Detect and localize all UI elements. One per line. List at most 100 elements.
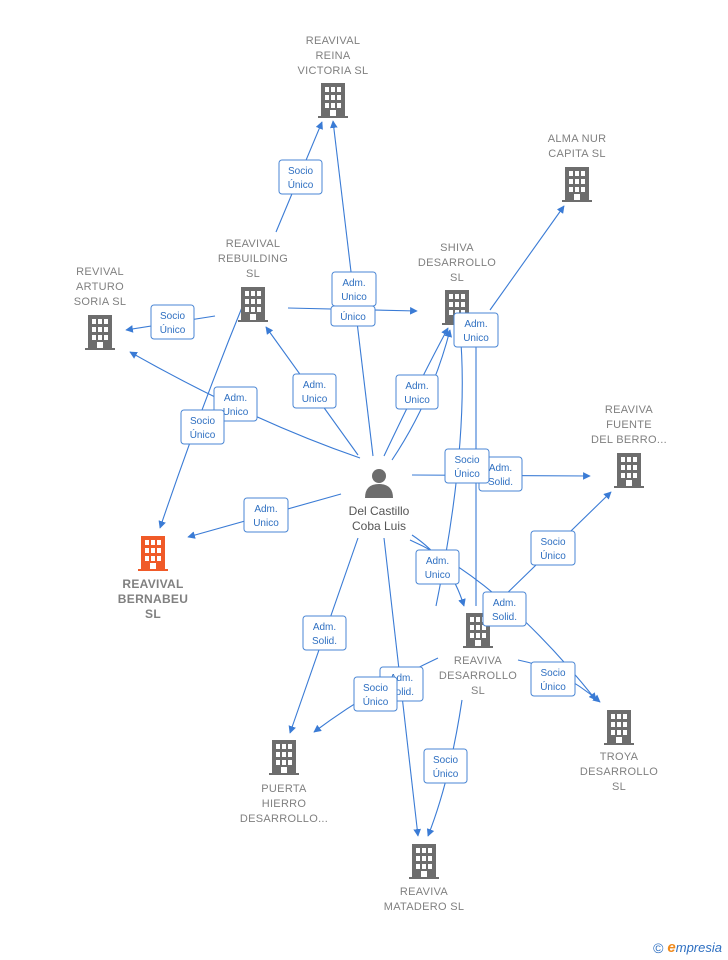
edge-label[interactable]: Adm. Solid. — [478, 456, 523, 492]
svg-text:Socio: Socio — [363, 683, 388, 694]
building-icon — [614, 453, 644, 488]
svg-text:Unico: Unico — [425, 570, 451, 581]
company-label: ALMA NUR — [548, 133, 607, 145]
company-label: BERNABEU — [118, 592, 188, 606]
edge-label[interactable]: Socio Único — [423, 748, 468, 784]
person-icon — [365, 469, 393, 498]
company-label: FUENTE — [606, 419, 652, 431]
svg-text:Adm.: Adm. — [224, 393, 247, 404]
building-icon — [409, 844, 439, 879]
svg-text:Adm.: Adm. — [254, 504, 277, 515]
company-node[interactable]: REAVIVA DESARROLLO SL — [439, 613, 517, 697]
svg-text:Adm.: Adm. — [342, 278, 365, 289]
svg-text:Adm.: Adm. — [489, 463, 512, 474]
company-node[interactable]: REAVIVA MATADERO SL — [384, 844, 465, 913]
company-label: DEL BERRO... — [591, 434, 667, 446]
edge-label[interactable]: Socio Único — [530, 661, 576, 697]
edge-label[interactable]: Adm. Solid. — [302, 615, 347, 651]
building-icon — [269, 740, 299, 775]
svg-text:Único: Único — [190, 428, 216, 441]
edge-label[interactable]: Socio Único — [150, 304, 195, 340]
company-label: DESARROLLO — [580, 766, 658, 778]
company-node[interactable]: REAVIVAL REINA VICTORIA SL — [298, 35, 369, 118]
svg-text:Solid.: Solid. — [488, 477, 513, 488]
building-icon — [318, 83, 348, 118]
svg-text:Adm.: Adm. — [303, 380, 326, 391]
company-node[interactable]: PUERTA HIERRO DESARROLLO... — [240, 740, 328, 825]
svg-text:Único: Único — [288, 178, 314, 191]
company-label: REAVIVA — [605, 404, 654, 416]
building-icon — [562, 167, 592, 202]
company-node[interactable]: REVIVAL ARTURO SORIA SL — [74, 266, 127, 350]
svg-text:Socio: Socio — [433, 755, 458, 766]
company-label: REAVIVA — [454, 655, 503, 667]
edge-label[interactable]: Único — [330, 305, 376, 327]
company-label: PUERTA — [261, 783, 307, 795]
edge-label[interactable]: Adm. Unico — [213, 386, 258, 422]
brand-name: mpresia — [675, 940, 722, 955]
edge-label[interactable]: Socio Único — [180, 409, 225, 445]
svg-text:Socio: Socio — [454, 455, 479, 466]
svg-text:Adm.: Adm. — [390, 673, 413, 684]
edge-label[interactable]: Socio Único — [530, 530, 576, 566]
edge-labels: Socio Único Adm. Unico Socio Único Único… — [150, 159, 576, 784]
company-label: MATADERO SL — [384, 901, 465, 913]
svg-text:Socio: Socio — [288, 166, 313, 177]
svg-text:Socio: Socio — [540, 668, 565, 679]
svg-text:Adm.: Adm. — [405, 381, 428, 392]
edge-label[interactable]: Adm. Unico — [453, 312, 499, 348]
edge-label[interactable]: Adm. Unico — [243, 497, 289, 533]
edge-label[interactable]: Adm. Unico — [292, 373, 337, 409]
company-label: SHIVA — [440, 242, 474, 254]
svg-text:Socio: Socio — [540, 537, 565, 548]
svg-text:Unico: Unico — [463, 333, 489, 344]
building-icon — [604, 710, 634, 745]
svg-text:Solid.: Solid. — [312, 636, 337, 647]
company-label: TROYA — [600, 751, 639, 763]
svg-text:Unico: Unico — [302, 394, 328, 405]
company-node-focus[interactable]: REAVIVAL BERNABEU SL — [118, 536, 188, 621]
svg-text:Unico: Unico — [223, 407, 249, 418]
company-label: SORIA SL — [74, 296, 127, 308]
svg-text:Adm.: Adm. — [426, 556, 449, 567]
edge-label[interactable]: Adm. Unico — [331, 271, 377, 307]
edge-label[interactable]: Adm. Solid. — [482, 591, 527, 627]
company-label: DESARROLLO — [418, 257, 496, 269]
company-label: REAVIVAL — [226, 238, 281, 250]
svg-text:Socio: Socio — [190, 416, 215, 427]
brand-watermark: © empresia — [653, 939, 722, 956]
company-node[interactable]: REAVIVA FUENTE DEL BERRO... — [591, 404, 667, 488]
company-label: VICTORIA SL — [298, 65, 369, 77]
brand-initial: e — [667, 939, 676, 956]
edge — [489, 205, 565, 311]
svg-text:Único: Único — [160, 323, 186, 336]
svg-text:Único: Único — [363, 695, 389, 708]
company-label: REAVIVA — [400, 886, 449, 898]
person-node[interactable]: Del Castillo Coba Luis — [349, 469, 410, 533]
company-node[interactable]: SHIVA DESARROLLO SL — [418, 242, 496, 325]
company-label: HIERRO — [262, 798, 307, 810]
company-label: ARTURO — [76, 281, 124, 293]
svg-text:Adm.: Adm. — [493, 598, 516, 609]
person-name: Del Castillo — [349, 504, 410, 518]
svg-text:Unico: Unico — [341, 292, 367, 303]
company-node[interactable]: TROYA DESARROLLO SL — [580, 710, 658, 793]
svg-text:Único: Único — [540, 549, 566, 562]
company-label: REAVIVAL — [122, 577, 183, 591]
edge-label[interactable]: Adm. Unico — [415, 549, 460, 585]
edge-label[interactable]: Adm. Unico — [395, 374, 439, 410]
svg-text:Único: Único — [433, 767, 459, 780]
edge-label[interactable]: Socio Único — [278, 159, 323, 195]
copyright-icon: © — [653, 939, 664, 956]
company-node[interactable]: REAVIVAL REBUILDING SL — [218, 238, 288, 322]
person-name: Coba Luis — [352, 519, 406, 533]
edges — [125, 120, 612, 837]
edge-label[interactable]: Socio Único — [353, 676, 398, 712]
svg-text:Unico: Unico — [253, 518, 279, 529]
company-node[interactable]: ALMA NUR CAPITA SL — [548, 133, 607, 202]
edge-label[interactable]: Socio Único — [444, 448, 490, 484]
company-label: DESARROLLO... — [240, 813, 328, 825]
company-label: SL — [246, 268, 260, 280]
company-label: REVIVAL — [76, 266, 124, 278]
